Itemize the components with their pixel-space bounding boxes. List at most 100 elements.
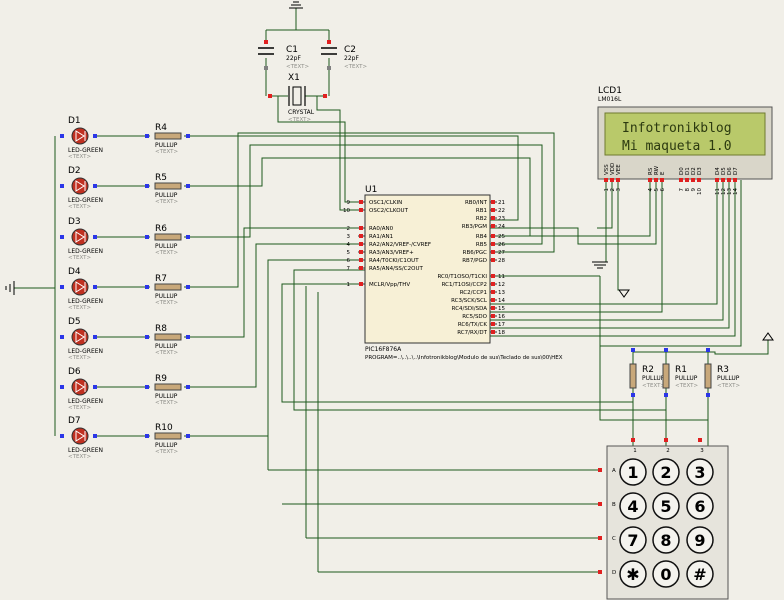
resistor-text: <TEXT> [155,449,178,455]
key-hash[interactable]: # [686,560,714,588]
lcd-pins: VSS1VDD2VEE3RS4RW5E6D07D18D29D310D411D51… [604,163,739,195]
c2-ref: C2 [344,45,356,55]
key-label: 6 [694,497,705,516]
lcd-pin-num: 12 [721,188,727,195]
mcu-pin-num: 18 [498,330,505,336]
wires [14,8,769,573]
key-2[interactable]: 2 [652,458,680,486]
mcu-pin-num: 22 [498,208,505,214]
resistor-type: PULLUP [155,243,178,250]
lcd-ref: LCD1 [598,86,622,96]
resistor-ref: R9 [155,374,167,384]
key-0[interactable]: 0 [652,560,680,588]
led-ref: D6 [68,367,81,377]
lcd-pin-d2: D29 [691,167,697,192]
key-9[interactable]: 9 [686,526,714,554]
lcd-display[interactable]: LCD1 LM016L Infotronikblog Mi maqueta 1.… [597,86,773,195]
mcu-pin-name: OSC1/CLKIN [369,200,402,206]
mcu-pin-name: RA5/AN4/SS/C2OUT [369,266,423,272]
mcu-u1[interactable]: U1 PIC16F876A PROGRAM=..\..\..\..\Infotr… [343,185,563,361]
led-text: <TEXT> [68,255,91,261]
mcu-pin-name: RB2 [476,216,487,222]
key-8[interactable]: 8 [652,526,680,554]
mcu-pin-num: 26 [498,242,505,248]
lcd-pin-num: 4 [648,188,654,192]
row-label: D [612,570,616,576]
mcu-pin-num: 10 [343,208,350,214]
key-1[interactable]: 1 [619,458,647,486]
led-type: LED-GREEN [68,147,103,154]
key-4[interactable]: 4 [619,492,647,520]
capacitor-c2[interactable]: C2 22pF <TEXT> [321,40,367,70]
key-7[interactable]: 7 [619,526,647,554]
mcu-pin-num: 25 [498,234,505,240]
lcd-pin-name: E [660,171,666,175]
mcu-pin-name: RC4/SDI/SDA [452,306,488,312]
lcd-pin-d0: D07 [679,167,685,192]
lcd-line2: Mi maqueta 1.0 [622,139,732,154]
key-label: 5 [660,497,671,516]
mcu-pin-num: 12 [498,282,505,288]
mcu-pin-name: RA0/AN0 [369,226,394,232]
capacitor-c1[interactable]: C1 22pF <TEXT> [258,40,309,70]
crystal-x1[interactable]: X1 CRYSTAL <TEXT> [268,73,327,123]
key-3[interactable]: 3 [686,458,714,486]
key-6[interactable]: 6 [686,492,714,520]
key-5[interactable]: 5 [652,492,680,520]
c1-ref: C1 [286,45,298,55]
key-star[interactable]: ✱ [619,560,647,588]
lcd-pin-name: D3 [697,167,703,175]
resistor-ref: R7 [155,274,167,284]
mcu-pin-name: RB6/PGC [463,250,488,256]
keypad-col-3: 3 [698,438,704,454]
mcu-pin-23: 23 RB2 [476,216,505,222]
mcu-pin-num: 23 [498,216,505,222]
resistor-type: PULLUP [155,442,178,449]
key-label: 9 [694,531,705,550]
ground-symbols [5,1,774,341]
pullup-ref: R2 [642,365,654,375]
lcd-pin-num: 9 [691,188,697,192]
x1-ref: X1 [288,73,300,83]
lcd-pin-name: D0 [679,167,685,175]
resistor-type: PULLUP [155,192,178,199]
lcd-line1: Infotronikblog [622,121,732,136]
col-label: 3 [700,448,704,454]
led-text: <TEXT> [68,355,91,361]
pullup-type: PULLUP [642,375,665,382]
lcd-pin-name: D4 [715,167,721,175]
mcu-pin-name: RC0/T1OSO/T1CKI [437,274,487,280]
mcu-pin-num: 15 [498,306,505,312]
lcd-pin-name: D5 [721,167,727,175]
lcd-pin-num: 6 [660,188,666,192]
lcd-pin-num: 8 [685,188,691,192]
lcd-pin-num: 13 [727,188,733,195]
